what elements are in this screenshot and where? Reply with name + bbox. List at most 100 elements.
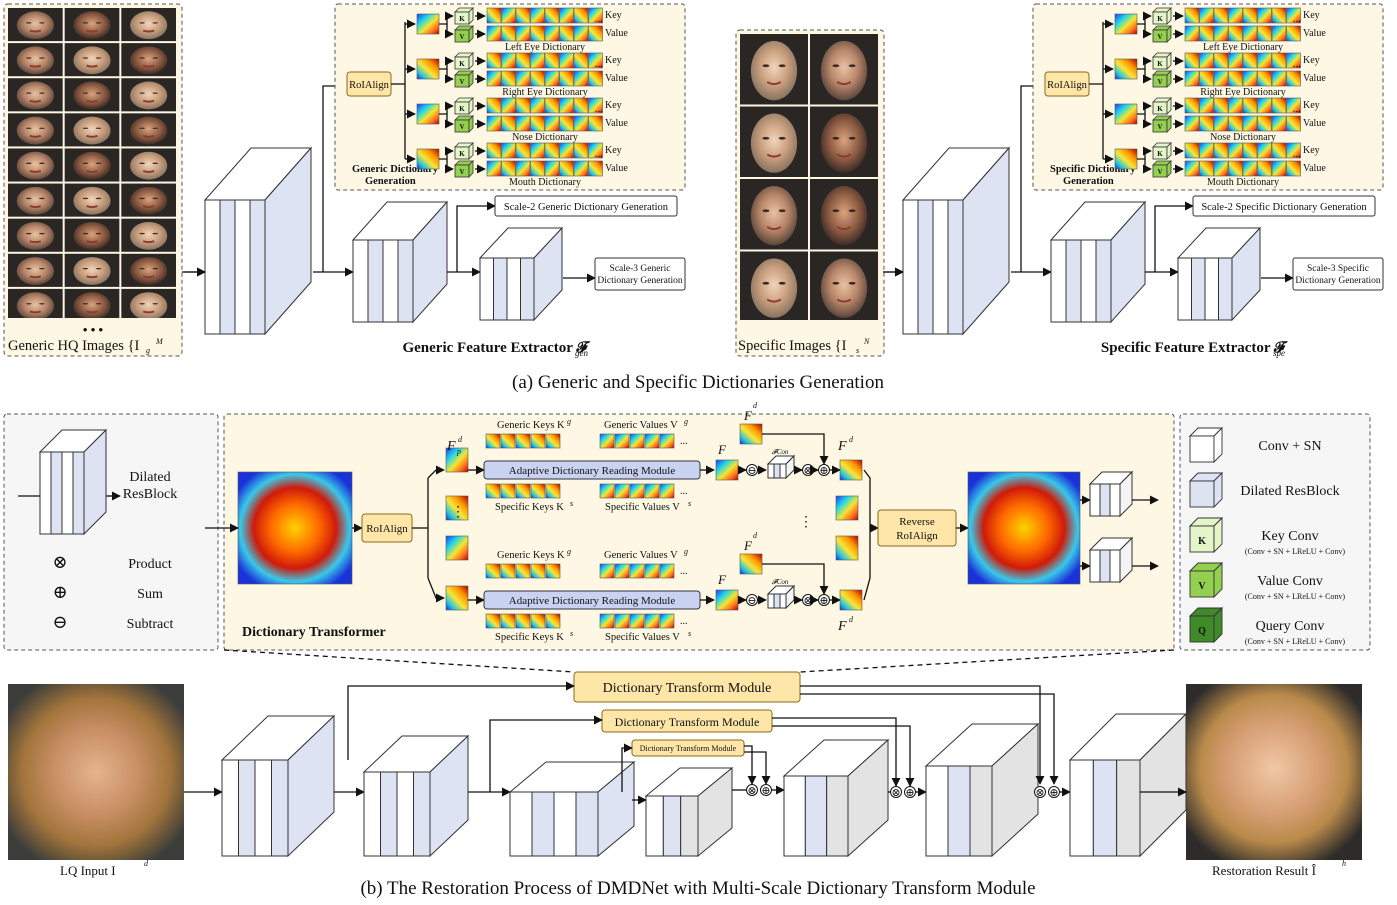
specific-dict-gen-2: Generation xyxy=(1063,176,1114,187)
specific-value-strip-cell xyxy=(1257,70,1272,87)
specific-images-face xyxy=(740,106,808,177)
generic-hq-images-face-eye xyxy=(39,268,45,270)
specific-block-2-slab xyxy=(1095,239,1112,323)
generic-hq-images-face-skin xyxy=(130,151,168,180)
generic-hq-images-face-skin xyxy=(73,116,111,145)
generic-hq-images-face-eye xyxy=(152,127,158,129)
generic-hq-images-face-mouth xyxy=(142,205,155,209)
generic-key-strip-cell xyxy=(588,7,603,24)
encoder-block-2 xyxy=(362,734,470,858)
generic-hq-images-face-skin xyxy=(73,186,111,215)
generic-roialign-label: RoIAlign xyxy=(349,80,389,91)
resblock-illustration-slab xyxy=(61,451,74,535)
merge-sum-3-symbol: ⊕ xyxy=(1049,787,1058,799)
specific-value-strip-cell xyxy=(1213,70,1229,87)
generic-value-strip-cell xyxy=(573,70,589,87)
specific-block-3 xyxy=(1176,226,1262,322)
generic-key-strip-cell xyxy=(544,7,560,24)
generic-key-strip-cell xyxy=(486,52,502,69)
specific-images-face-eye xyxy=(848,281,856,285)
generic-value-conv-side xyxy=(468,160,474,178)
dt-out-patch-0 xyxy=(835,495,859,521)
dt-out-block-2 xyxy=(1088,536,1134,584)
adrm-bottom-dots-s: ... xyxy=(680,616,688,627)
generic-hq-images-face xyxy=(8,43,63,77)
specific-key-label: Key xyxy=(1303,55,1320,66)
generic-hq-images-face-eye xyxy=(95,232,102,235)
generic-value-strip-cell xyxy=(501,115,516,132)
generic-value-conv: V xyxy=(454,25,474,43)
specific-patch xyxy=(1114,148,1138,170)
merge-product-1-symbol: ⊗ xyxy=(747,785,756,797)
generic-hq-images-face xyxy=(8,148,63,182)
generic-value-strip-cell xyxy=(486,115,502,132)
reverse-roialign-2: RoIAlign xyxy=(896,530,938,542)
generic-hq-images-face-mouth xyxy=(29,99,42,103)
op-label-0: Product xyxy=(128,557,172,572)
feature-map-input xyxy=(237,471,353,585)
specific-images-face-skin xyxy=(750,258,798,318)
merge-product-3 xyxy=(1034,786,1046,798)
adrm-bottom-sk-cell xyxy=(485,613,501,629)
adrm-bottom-ref-patch xyxy=(739,553,763,575)
generic-hq-images-face-mouth xyxy=(29,64,42,68)
generic-hq-images-face-eye xyxy=(26,22,32,24)
generic-key-strip-cell xyxy=(559,97,574,114)
generic-value-conv-letter: V xyxy=(459,33,464,41)
generic-value-conv-side xyxy=(468,70,474,88)
generic-value-strip-cell xyxy=(486,70,502,87)
specific-value-strip-cell xyxy=(1228,115,1243,132)
specific-block-1-slab xyxy=(917,199,934,335)
specific-value-strip-cell xyxy=(1286,25,1301,42)
generic-key-strip-cell xyxy=(573,97,589,114)
generic-value-conv-side xyxy=(468,115,474,133)
generic-block-2-slab xyxy=(367,239,384,323)
generic-key-conv-side xyxy=(468,142,474,160)
adrm-top-fused-fp: F xyxy=(717,442,727,457)
adrm-top-generic-values-sup: g xyxy=(684,417,688,426)
specific-block-3-slab xyxy=(1177,257,1192,321)
generic-hq-images-face-eye xyxy=(82,232,89,235)
merge-sum-1-symbol: ⊕ xyxy=(761,785,770,797)
generic-value-strip-cell xyxy=(515,25,531,42)
adrm-bottom-sk-cell xyxy=(530,613,546,629)
generic-hq-images-face xyxy=(121,288,176,322)
specific-value-strip-cell xyxy=(1228,70,1243,87)
generic-block-3-side xyxy=(533,226,563,322)
specific-block-3-slab xyxy=(1191,257,1206,321)
generic-hq-images-face xyxy=(8,8,63,42)
generic-hq-images-face-skin xyxy=(73,81,111,110)
legend-letter-2: K xyxy=(1198,536,1206,547)
adrm-top-specific-values-sup: s xyxy=(688,499,691,508)
legend-cube-4 xyxy=(1188,606,1224,644)
generic-hq-images-face-eye xyxy=(152,268,158,270)
generic-hq-images-face xyxy=(64,253,120,287)
generic-hq-images-face-mouth xyxy=(29,29,42,33)
generic-value-conv-letter: V xyxy=(459,78,464,86)
specific-value-strip-cell xyxy=(1271,160,1287,177)
generic-hq-images-face-skin xyxy=(130,46,168,75)
dt-out-block-2-slab xyxy=(1099,549,1111,583)
generic-hq-images-face xyxy=(121,43,176,77)
generic-hq-images-face xyxy=(64,8,120,42)
specific-key-conv-letter: K xyxy=(1157,105,1163,113)
caption-a: (a) Generic and Specific Dictionaries Ge… xyxy=(512,372,884,393)
adrm-bottom-sk-cell xyxy=(545,613,561,629)
specific-key-strip-cell xyxy=(1286,7,1301,24)
specific-images-face xyxy=(810,251,878,322)
adrm-top-ref-fp-sup: d xyxy=(753,401,758,410)
generic-hq-images-face-eye xyxy=(152,22,158,24)
specific-to-k xyxy=(1137,11,1152,25)
generic-value-strip-cell xyxy=(573,160,589,177)
adrm-bottom-out-patch xyxy=(839,589,863,611)
generic-key-strip-cell xyxy=(559,52,574,69)
legend-cube-side xyxy=(1213,516,1223,554)
generic-hq-images-face xyxy=(121,183,176,217)
generic-key-conv: K xyxy=(454,97,474,115)
decoder-block-2-side xyxy=(847,738,889,858)
specific-value-strip-cell xyxy=(1228,25,1243,42)
generic-hq-images-face-mouth xyxy=(142,64,155,68)
generic-key-strip-cell xyxy=(573,7,589,24)
generic-hq-images-face-eye xyxy=(139,22,145,24)
adrm-top-fcon-block-slab xyxy=(773,463,781,479)
